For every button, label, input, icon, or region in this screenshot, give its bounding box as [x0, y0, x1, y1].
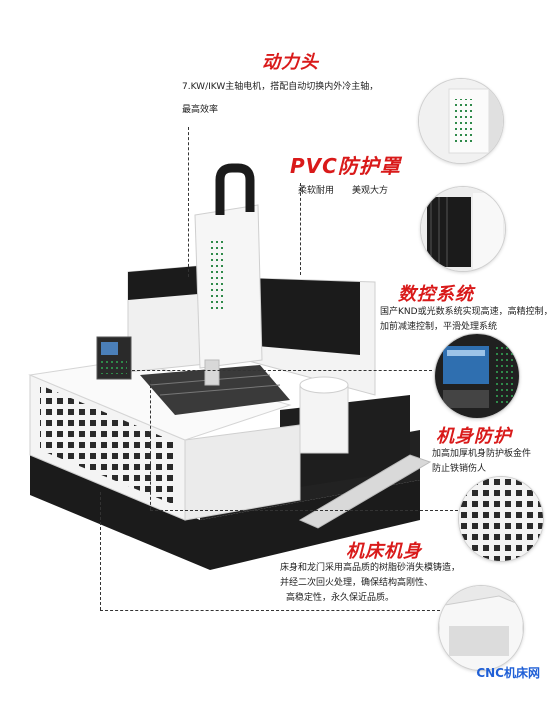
cnc-desc: 国产KND或光数系统实现高速，高精控制， 加前减速控制，平滑处理系统 — [380, 305, 553, 335]
leader-line-cover — [300, 183, 301, 275]
cnc-desc-line-1: 国产KND或光数系统实现高速，高精控制， — [380, 307, 553, 317]
spindle-desc-line-1: 7.KW/IKW主轴电机，搭配自动切换内外冷主轴， — [182, 82, 379, 92]
cnc-desc-line-2: 加前减速控制，平滑处理系统 — [380, 322, 498, 332]
bed-title: 机床机身 — [346, 541, 422, 562]
spindle-desc-line-2: 最高效率 — [182, 105, 219, 115]
leader-line-spindle — [188, 127, 189, 277]
guard-desc-line-1: 加高加厚机身防护板金件 — [432, 449, 532, 459]
spindle-detail-callout — [418, 78, 504, 164]
bed-desc-line-3: 高稳定性，永久保近品质。 — [286, 593, 395, 603]
leader-line-bed-h — [100, 610, 440, 611]
leader-line-guard-h — [150, 510, 458, 511]
cover-desc: 柔软耐用 美观大方 — [298, 186, 389, 196]
leader-line-cnc-h — [132, 370, 432, 371]
bed-desc-line-1: 床身和龙门采用高品质的树脂砂消失模铸造， — [280, 563, 461, 573]
bed-desc: 床身和龙门采用高品质的树脂砂消失模铸造， 并经二次回火处理，确保结构高刚性、 高… — [280, 561, 460, 606]
cover-detail-callout — [420, 186, 506, 272]
guard-desc-line-2: 防止铁销伤人 — [432, 464, 487, 474]
spindle-title: 动力头 — [262, 52, 319, 73]
leader-line-bed-v — [100, 492, 101, 610]
bed-desc-line-2: 并经二次回火处理，确保结构高刚性、 — [280, 578, 434, 588]
watermark-text: CNC机床网 — [476, 666, 540, 680]
cnc-title: 数控系统 — [398, 284, 474, 305]
leader-line-guard-v — [150, 380, 151, 510]
guard-title: 机身防护 — [436, 426, 512, 447]
cover-title: PVC防护罩 — [290, 154, 401, 178]
guard-desc: 加高加厚机身防护板金件 防止铁销伤人 — [432, 447, 531, 477]
cnc-detail-callout — [434, 333, 520, 419]
bed-detail-callout — [438, 585, 524, 671]
guard-detail-callout — [458, 476, 544, 562]
spindle-desc: 7.KW/IKW主轴电机，搭配自动切换内外冷主轴， 最高效率 — [182, 80, 378, 118]
